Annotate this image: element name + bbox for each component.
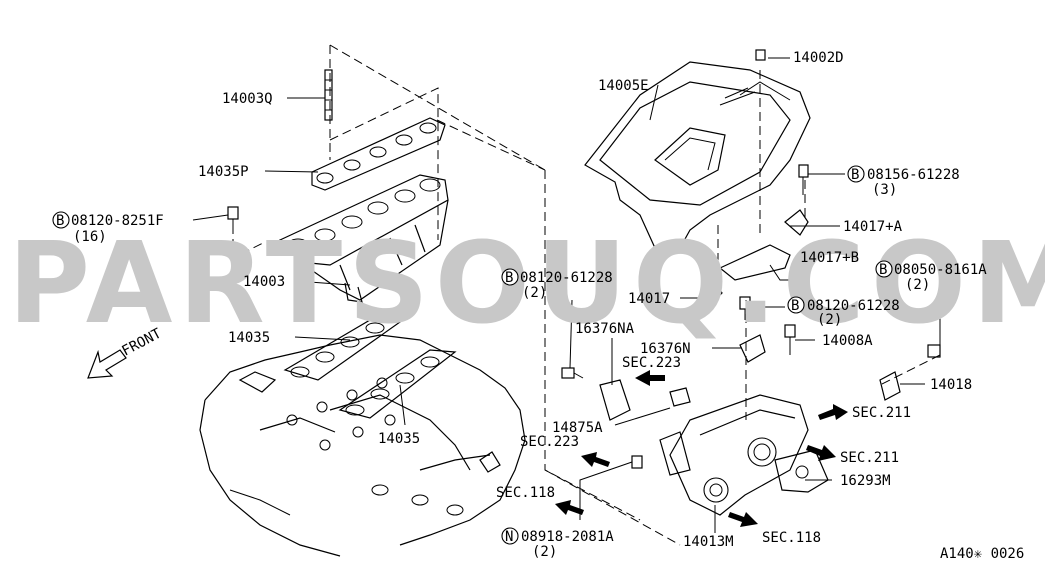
label-nut-08918-2081A-qty: (2) [532, 544, 557, 560]
dashed-guides [232, 44, 941, 546]
label-sec211-a: SEC.211 [852, 405, 911, 421]
label-sec118-b: SEC.118 [762, 530, 821, 546]
label-bolt-08050-8161A-qty: (2) [905, 277, 930, 293]
label-14035P: 14035P [198, 164, 249, 180]
label-bolt-08120-61228-a-qty: (2) [522, 285, 547, 301]
label-14003Q: 14003Q [222, 91, 273, 107]
label-14018: 14018 [930, 377, 972, 393]
label-sec211-b: SEC.211 [840, 450, 899, 466]
label-sec223-a: SEC.223 [622, 355, 681, 371]
label-bolt-08120-61228-b-qty: (2) [817, 312, 842, 328]
label-bolt-08120-8251F: 08120-8251F [71, 213, 164, 229]
direction-arrows [555, 370, 848, 527]
label-14017A: 14017+A [843, 219, 903, 235]
label-sec223-b: SEC.223 [520, 434, 579, 450]
engine-block-drawing [199, 334, 526, 557]
bolt-prefix-b-1: B [56, 213, 64, 229]
figure-code: A140✳ 0026 [940, 546, 1024, 562]
bolt-prefix-b-5: B [791, 298, 799, 314]
lower-gaskets-drawing [283, 319, 457, 419]
label-14005E: 14005E [598, 78, 649, 94]
label-16376NA: 16376NA [575, 321, 635, 337]
label-14013M: 14013M [683, 534, 734, 550]
label-14875A: 14875A [552, 420, 603, 436]
nut-prefix-n: N [505, 529, 513, 545]
engine-cover-drawing [584, 61, 811, 249]
stud-drawing [324, 69, 333, 121]
upper-gasket-drawing [311, 117, 446, 191]
label-sec118-a: SEC.118 [496, 485, 555, 501]
label-14017B: 14017+B [800, 250, 859, 266]
label-bolt-08050-8161A: 08050-8161A [894, 262, 987, 278]
label-14017: 14017 [628, 291, 670, 307]
label-nut-08918-2081A: 08918-2081A [521, 529, 614, 545]
label-bolt-08120-61228-a: 08120-61228 [520, 270, 613, 286]
part-labels: 14003Q 14035P 08120-8251F (16) 14003 140… [71, 50, 1024, 562]
label-14035-lower: 14035 [378, 431, 420, 447]
label-14008A: 14008A [822, 333, 873, 349]
label-16293M: 16293M [840, 473, 891, 489]
label-bolt-08120-8251F-qty: (16) [73, 229, 107, 245]
leader-lines [192, 57, 941, 533]
label-bolt-08120-61228-b: 08120-61228 [807, 298, 900, 314]
bolt-prefix-b-3: B [879, 262, 887, 278]
circled-prefixes: B B B B B N [52, 165, 893, 545]
hardware-drawing [227, 49, 941, 469]
label-bolt-08156-61228: 08156-61228 [867, 167, 960, 183]
label-14003: 14003 [243, 274, 285, 290]
bolt-prefix-b-4: B [505, 270, 513, 286]
collector-drawing [659, 394, 829, 516]
label-14035-upper: 14035 [228, 330, 270, 346]
watermark: PARTSOUQ.COM [8, 219, 1045, 349]
label-bolt-08156-61228-qty: (3) [872, 182, 897, 198]
label-16376N: 16376N [640, 341, 691, 357]
label-14002D: 14002D [793, 50, 844, 66]
intake-manifold-drawing [279, 174, 449, 303]
brackets-drawing [705, 209, 809, 363]
bolt-prefix-b-2: B [851, 167, 859, 183]
